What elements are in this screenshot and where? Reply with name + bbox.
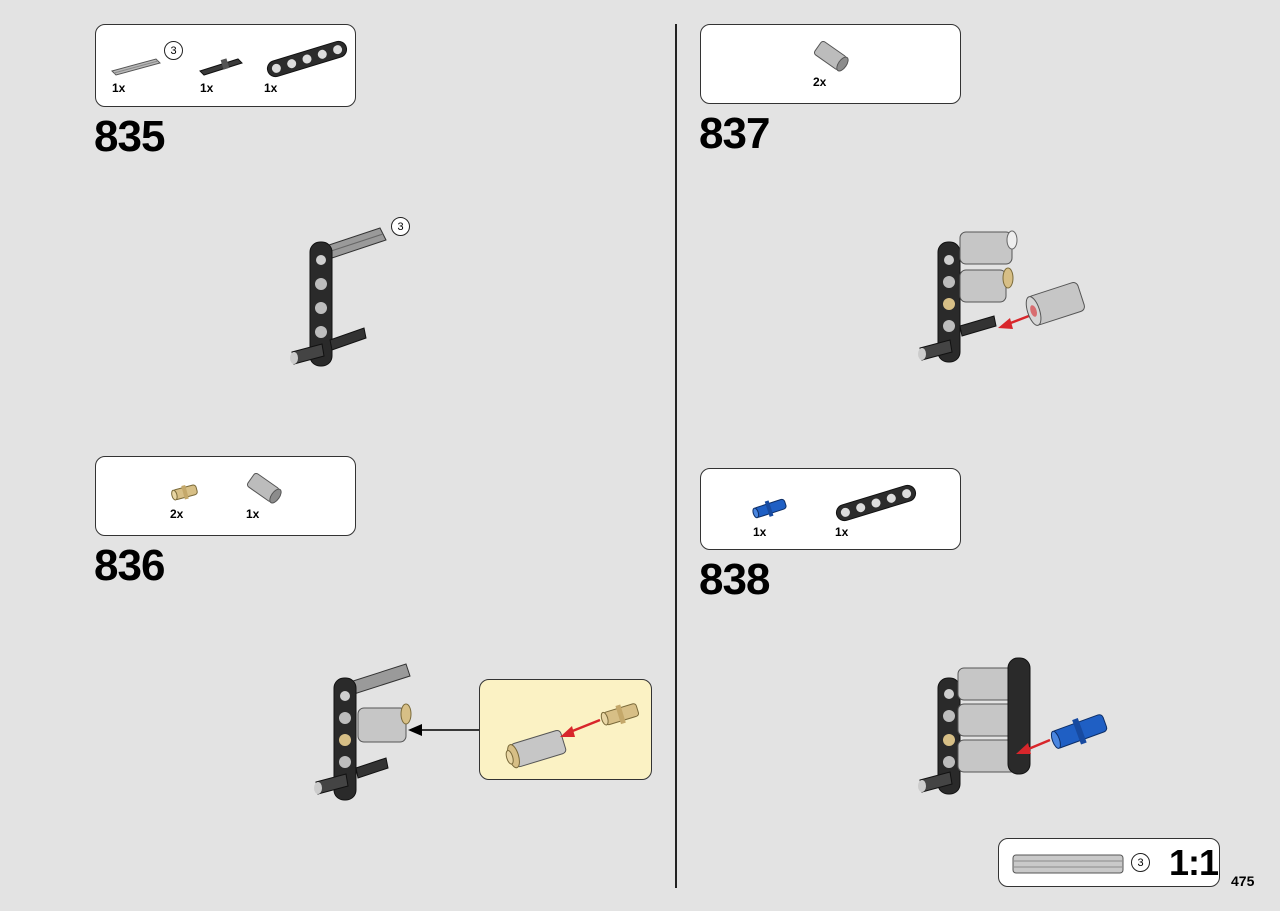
step-number: 838 bbox=[699, 555, 770, 604]
axle-scale-icon bbox=[1012, 854, 1124, 874]
blue-pin-icon bbox=[752, 498, 787, 519]
step-837-assembly bbox=[918, 230, 1085, 363]
scale-reference-box: 3 1:1 bbox=[998, 838, 1220, 887]
step-836-assembly bbox=[314, 663, 480, 801]
step-837-parts-box: 2x bbox=[700, 24, 961, 104]
page-column-divider bbox=[675, 24, 677, 888]
qty-label: 1x bbox=[264, 81, 278, 95]
subassembly-tube-and-pin bbox=[505, 703, 640, 769]
grey-tube-icon bbox=[246, 472, 282, 504]
qty-label: 2x bbox=[813, 75, 827, 89]
scale-length-3-mark: 3 bbox=[1131, 853, 1150, 872]
step-838-assembly bbox=[918, 657, 1108, 795]
qty-label: 1x bbox=[112, 81, 126, 95]
axle-with-stop-icon bbox=[199, 58, 243, 76]
step-836-subassembly-callout bbox=[479, 679, 652, 780]
axle-3-icon bbox=[111, 58, 161, 76]
step-838-parts-box: 1x 1x bbox=[700, 468, 961, 550]
page-number: 475 bbox=[1231, 873, 1255, 889]
qty-label: 1x bbox=[835, 525, 849, 539]
qty-label: 2x bbox=[170, 507, 184, 521]
step-836-parts-box: 2x 1x bbox=[95, 456, 356, 536]
scale-ratio: 1:1 bbox=[1169, 842, 1219, 883]
axle-length-3-mark: 3 bbox=[164, 41, 183, 60]
qty-label: 1x bbox=[246, 507, 260, 521]
qty-label: 1x bbox=[200, 81, 214, 95]
beam-5-icon bbox=[835, 484, 917, 522]
step-number: 837 bbox=[699, 109, 770, 158]
qty-label: 1x bbox=[753, 525, 767, 539]
step-number: 836 bbox=[94, 541, 165, 590]
step-number: 835 bbox=[94, 112, 165, 161]
step-835-assembly bbox=[290, 227, 387, 367]
callout-length-3-mark: 3 bbox=[391, 217, 410, 236]
step-835-parts-box: 3 1x 1x 1x bbox=[95, 24, 356, 107]
tan-pin-icon bbox=[171, 484, 198, 501]
beam-5-icon bbox=[266, 40, 348, 78]
grey-tube-icon bbox=[813, 40, 849, 72]
